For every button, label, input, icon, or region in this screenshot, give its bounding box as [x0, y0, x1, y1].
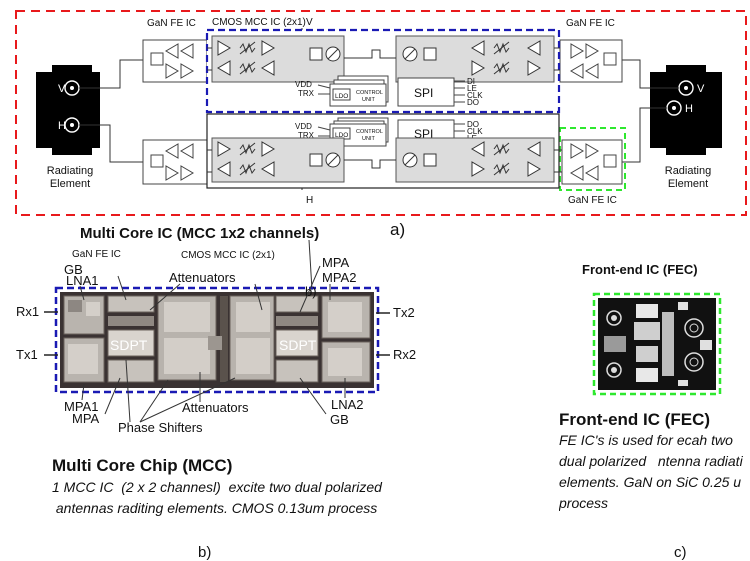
v-signal-label: V [306, 17, 313, 28]
mcc-highlight-blue [54, 286, 380, 394]
b-mark-label: b) [305, 284, 317, 299]
panel-c-fec-photo: Front-end IC (FEC) c) [582, 262, 722, 561]
fec-description-title: Front-end IC (FEC) [559, 410, 711, 429]
control-unit-label-bottom-1: CONTROL [356, 129, 383, 135]
panel-b-chip-photo: Multi Core IC (MCC 1x2 channels) GaN FE … [16, 225, 416, 561]
mcc-heading: Multi Core IC (MCC 1x2 channels) [80, 225, 319, 242]
mpa-label-top: MPA [322, 255, 350, 270]
system-boundary-red [15, 10, 747, 216]
port-v-left: V [58, 83, 66, 95]
control-unit-label-bottom-2: UNIT [362, 136, 375, 142]
gan-fe-block-top-right [559, 39, 623, 83]
attenuators-label-top: Attenuators [169, 270, 236, 285]
trx-label-bottom: TRX [298, 131, 315, 140]
gan-fe-block-top-left [142, 39, 208, 83]
panel-b-label: b) [198, 544, 211, 561]
gan-fe-block-bottom-right [561, 139, 623, 185]
mpa-label-bottom: MPA [72, 411, 100, 426]
port-h-left: H [58, 120, 66, 132]
gan-fe-label-b: GaN FE IC [72, 249, 121, 260]
tx2-label: Tx2 [393, 305, 415, 320]
gan-fe-block-bottom-left [142, 139, 208, 185]
panel-a-schematic: V H Radiating Element V H Radiating Elem… [15, 10, 747, 239]
mcc-description-line-2: antennas raditing elements. CMOS 0.13um … [52, 500, 378, 516]
vdd-label-top: VDD [295, 80, 312, 89]
fec-description-line-1: FE IC's is used for ecah two [559, 432, 733, 448]
radiating-label-left-1: Radiating [47, 165, 93, 177]
mpa1-label: MPA1 [64, 399, 98, 414]
ldo-label-top: LDO [335, 93, 348, 100]
spi-pin-do-bottom: DO [467, 120, 479, 129]
fec-description-line-2: dual polarized ntenna radiati [559, 453, 743, 469]
sdpt-label-left: SDPT [110, 337, 148, 353]
gb-label-bottom: GB [330, 412, 349, 427]
fec-description: Front-end IC (FEC) FE IC's is used for e… [559, 410, 750, 520]
fec-heading: Front-end IC (FEC) [582, 262, 698, 277]
h-signal-label: H [306, 195, 313, 206]
fec-description-line-3: elements. GaN on SiC 0.25 u [559, 474, 742, 490]
cmos-mcc-title-a: CMOS MCC IC (2x1) [212, 17, 306, 28]
trx-label-top: TRX [298, 89, 315, 98]
control-spi-top: LDO CONTROL UNIT SPI DI LE CLK DO VDD TR… [295, 75, 483, 107]
control-unit-label-top-2: UNIT [362, 97, 375, 103]
lna2-label: LNA2 [331, 397, 364, 412]
tx1-label: Tx1 [16, 347, 38, 362]
rf-chain-bottom-right [395, 137, 555, 183]
sdpt-label-right: SDPT [279, 337, 317, 353]
ldo-label-bottom: LDO [335, 132, 348, 139]
spi-pin-do-top: DO [467, 98, 479, 107]
radiating-label-left-2: Element [50, 178, 90, 190]
radiating-label-right-1: Radiating [665, 165, 711, 177]
panel-c-label: c) [674, 544, 687, 561]
spi-pin-clk-bottom: CLK [467, 127, 483, 136]
spi-pin-le-top: LE [467, 84, 477, 93]
vdd-label-bottom: VDD [295, 122, 312, 131]
highlight-fec-green-a [559, 127, 626, 191]
cmos-label-b: CMOS MCC IC (2x1) [181, 250, 275, 261]
phase-shifters-label: Phase Shifters [118, 420, 203, 435]
gan-fe-label-top-right: GaN FE IC [566, 18, 615, 29]
gb-label-top: GB [64, 262, 83, 277]
radiating-element-left [36, 65, 100, 155]
spi-pin-di-top: DI [467, 77, 475, 86]
mcc-description-line-1: 1 MCC IC (2 x 2 channesl) excite two dua… [52, 479, 382, 495]
rx1-label: Rx1 [16, 304, 39, 319]
rx2-label: Rx2 [393, 347, 416, 362]
port-v-right: V [697, 83, 705, 95]
attenuators-label-bottom: Attenuators [182, 400, 249, 415]
fec-highlight-green [592, 292, 722, 396]
port-h-right: H [685, 103, 693, 115]
rf-chain-top-left [211, 35, 345, 83]
mpa2-label: MPA2 [322, 270, 356, 285]
control-unit-label-top-1: CONTROL [356, 90, 383, 96]
spi-pin-clk-top: CLK [467, 91, 483, 100]
spi-label-top: SPI [414, 86, 433, 100]
lna1-label: LNA1 [66, 273, 99, 288]
radiating-label-right-2: Element [668, 178, 708, 190]
panel-a-label: a) [390, 220, 405, 239]
rf-chain-bottom-left [211, 137, 345, 183]
rf-chain-top-right [395, 35, 555, 83]
mcc-description-title: Multi Core Chip (MCC) [52, 456, 233, 475]
gan-fe-label-top-left: GaN FE IC [147, 18, 196, 29]
gan-fe-label-bottom-right: GaN FE IC [568, 195, 617, 206]
fec-description-line-4: process [559, 495, 609, 511]
